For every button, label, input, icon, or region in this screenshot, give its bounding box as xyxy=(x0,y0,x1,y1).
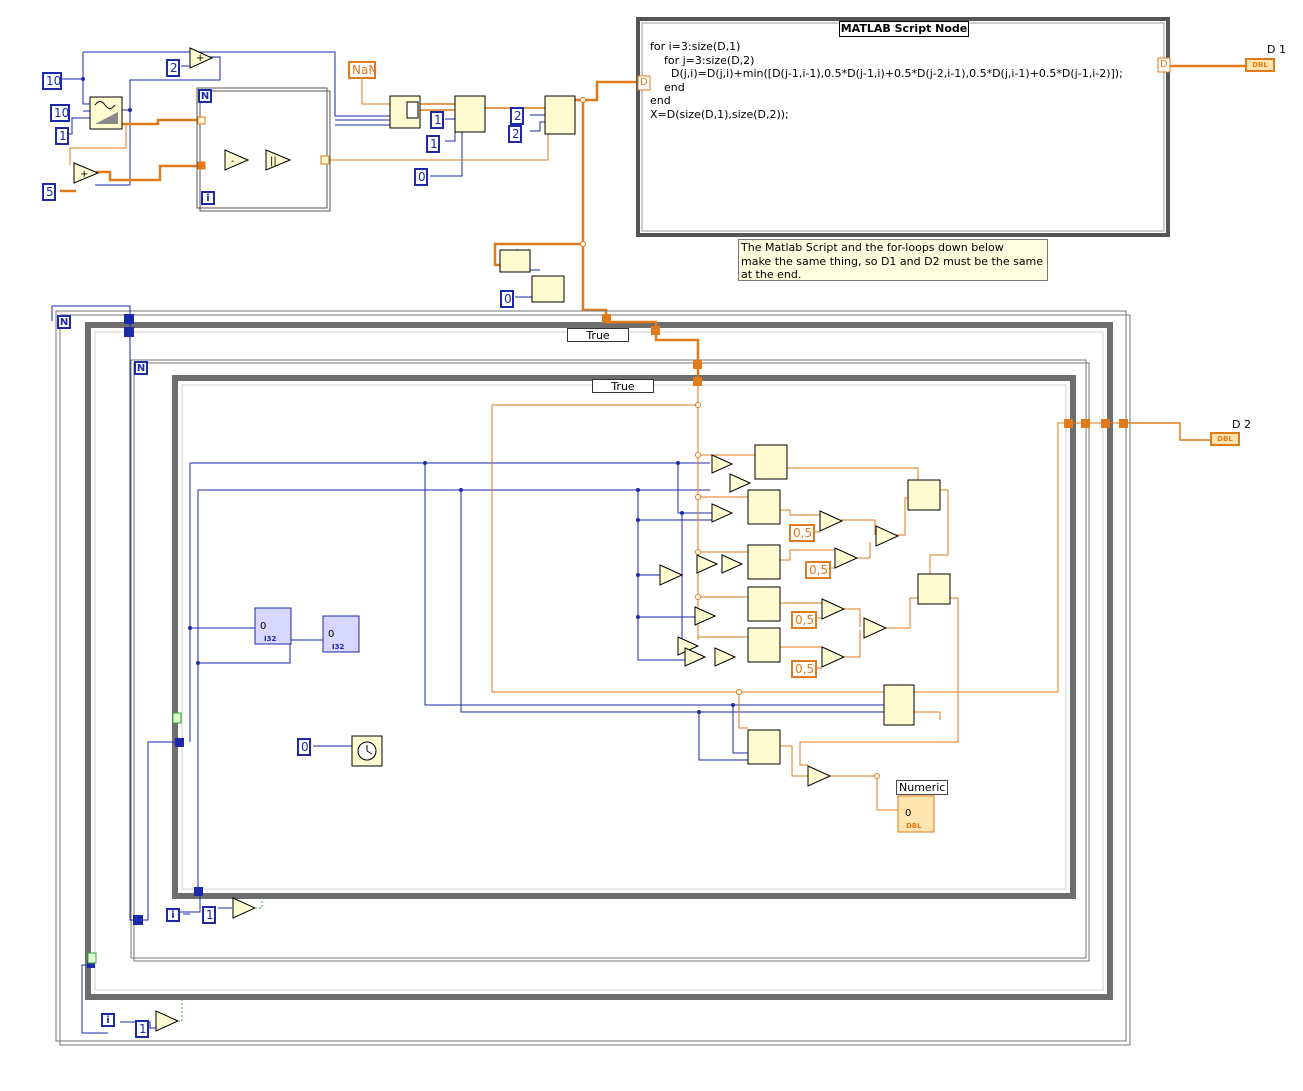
numeric-indicator-label: Numeric xyxy=(896,780,949,795)
svg-text:-: - xyxy=(231,156,235,167)
lower-nodes xyxy=(81,77,1128,1032)
loop-count-terminal[interactable]: N xyxy=(198,89,212,103)
d2-indicator[interactable]: DBL xyxy=(1210,432,1240,446)
numeric-indicator-value: 0 xyxy=(905,808,912,819)
add-icon xyxy=(189,47,214,69)
svg-text:||: || xyxy=(270,156,277,167)
case-structure-icon xyxy=(172,375,1076,899)
constant[interactable]: 0,5 xyxy=(789,524,815,542)
loop-count-terminal[interactable]: N xyxy=(57,315,71,329)
lower-wires xyxy=(51,305,1210,1034)
constant[interactable]: 1 xyxy=(202,906,216,924)
loop-iteration-terminal: i xyxy=(201,191,215,205)
script-node-title: MATLAB Script Node xyxy=(839,21,969,37)
numeric-control-b-type: I32 xyxy=(332,643,345,651)
numeric-control-a-type: I32 xyxy=(264,635,277,643)
greater-than-icon xyxy=(155,1010,180,1032)
replace-array-subset-icon xyxy=(454,95,486,133)
numeric-indicator xyxy=(897,795,935,833)
script-output-label: D xyxy=(1160,59,1168,70)
index-array-icon xyxy=(531,275,565,303)
comment-note[interactable]: The Matlab Script and the for-loops down… xyxy=(738,239,1048,281)
constant[interactable]: 10 xyxy=(42,72,62,90)
decrement-icon xyxy=(694,606,717,626)
matlab-script-node xyxy=(636,17,1171,237)
multiply-icon xyxy=(819,510,844,532)
constant[interactable]: 10 xyxy=(50,104,70,122)
index-array-icon xyxy=(747,627,781,663)
top-nodes: + + - || xyxy=(73,47,576,303)
d1-label: D 1 xyxy=(1267,43,1286,56)
svg-text:+: + xyxy=(196,53,204,64)
loop-iteration-terminal: i xyxy=(166,908,180,922)
constant[interactable]: 0 xyxy=(297,738,311,756)
constant[interactable]: 5 xyxy=(42,183,56,201)
svg-text:+: + xyxy=(80,169,88,180)
index-array-icon xyxy=(747,544,781,580)
constant[interactable]: 0,5 xyxy=(791,660,817,678)
constant[interactable]: 2 xyxy=(510,107,524,125)
case-structure-icon xyxy=(85,322,1113,1000)
numeric-control-b-value: 0 xyxy=(328,629,335,640)
decrement-icon xyxy=(714,647,737,667)
decrement-icon xyxy=(684,647,707,667)
script-node-code[interactable]: for i=3:size(D,1) for j=3:size(D,2) D(j,… xyxy=(650,40,1123,121)
replace-array-subset-icon xyxy=(544,95,576,135)
constant[interactable]: 1 xyxy=(430,111,444,129)
constant[interactable]: 1 xyxy=(426,135,440,153)
decrement-icon xyxy=(721,554,744,574)
constant[interactable]: NaN xyxy=(348,61,377,79)
for-loop-icon xyxy=(196,87,328,209)
array-size-icon xyxy=(499,249,531,273)
constant[interactable]: 0 xyxy=(414,168,428,186)
constant[interactable]: 0 xyxy=(500,290,514,308)
multiply-icon xyxy=(821,646,846,668)
decrement-icon xyxy=(729,473,752,493)
greater-than-icon xyxy=(232,897,257,919)
numeric-indicator-type: DBL xyxy=(906,822,922,830)
numeric-control-b xyxy=(322,615,360,653)
decrement-icon xyxy=(711,454,734,474)
inner-case-selector[interactable]: True xyxy=(592,379,654,393)
min-max-icon xyxy=(907,479,941,511)
index-array-icon xyxy=(747,729,781,765)
index-array-icon xyxy=(747,586,781,622)
min-max-icon xyxy=(917,573,951,605)
add-icon xyxy=(807,765,832,787)
add-icon xyxy=(73,162,100,184)
multiply-icon xyxy=(821,598,846,620)
add-icon xyxy=(875,525,900,547)
constant[interactable]: 0,5 xyxy=(791,611,817,629)
subtract-icon xyxy=(224,149,250,171)
constant[interactable]: 2 xyxy=(508,125,522,143)
index-array-icon xyxy=(754,444,788,480)
multiply-icon xyxy=(834,547,859,569)
script-input-label: D xyxy=(640,77,648,88)
numeric-control-a xyxy=(254,607,292,645)
numeric-control-a-value: 0 xyxy=(260,621,267,632)
loop-iteration-terminal: i xyxy=(101,1013,115,1027)
d1-indicator[interactable]: DBL xyxy=(1245,58,1275,72)
outer-case-selector[interactable]: True xyxy=(567,328,629,342)
for-loop-icon xyxy=(130,359,1087,959)
for-loop-icon xyxy=(55,310,1127,1042)
constant[interactable]: 2 xyxy=(166,59,180,77)
d2-label: D 2 xyxy=(1232,418,1251,431)
loop-count-terminal[interactable]: N xyxy=(134,361,148,375)
lower-structures xyxy=(55,310,1131,1046)
constant[interactable]: 1 xyxy=(135,1020,149,1038)
absolute-value-icon xyxy=(265,149,292,171)
replace-array-subset-icon xyxy=(883,684,915,726)
add-icon xyxy=(863,617,888,639)
decrement-icon xyxy=(659,564,684,586)
decrement-icon xyxy=(711,503,734,523)
constant[interactable]: 1 xyxy=(55,127,69,145)
decrement-icon xyxy=(696,554,719,574)
constant[interactable]: 0,5 xyxy=(805,561,831,579)
index-array-icon xyxy=(747,489,781,525)
